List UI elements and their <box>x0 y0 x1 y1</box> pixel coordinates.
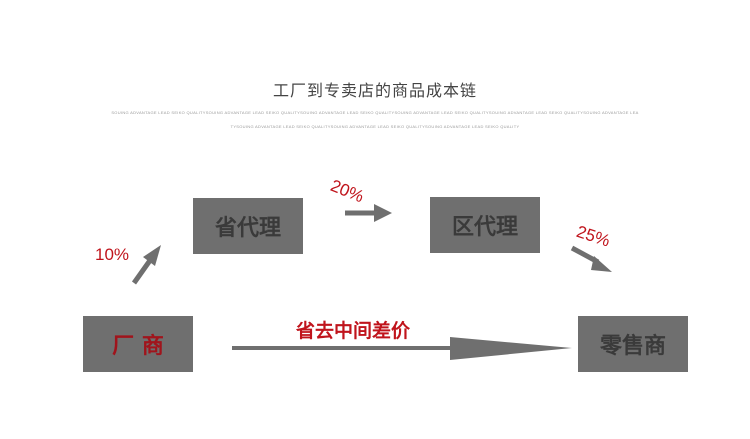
direct-path-label: 省去中间差价 <box>296 320 411 342</box>
arrow-district-to-retailer <box>570 245 612 272</box>
arrow-direct-factory-to-retailer <box>232 337 572 360</box>
subtitle-line-2: TYSOUING ADVANTAGE LEAD SEIKO QUALITYSOU… <box>230 124 520 129</box>
factory-label: 厂 商 <box>112 334 164 359</box>
subtitle-line-1: SOUING ADVANTAGE LEAD SEIKO QUALITYSOUIN… <box>111 110 639 115</box>
retailer-box: 零售商 <box>578 316 688 372</box>
provincial-agent-label: 省代理 <box>214 216 281 241</box>
arrow-factory-to-provincial <box>131 245 161 285</box>
factory-box: 厂 商 <box>83 316 193 372</box>
arrow-provincial-to-district <box>345 204 392 222</box>
district-agent-box: 区代理 <box>430 197 540 253</box>
district-agent-label: 区代理 <box>451 215 518 240</box>
page-title: 工厂到专卖店的商品成本链 <box>272 81 477 100</box>
provincial-agent-box: 省代理 <box>193 198 303 254</box>
retailer-label: 零售商 <box>599 334 666 359</box>
markup-10-label: 10% <box>95 245 130 264</box>
